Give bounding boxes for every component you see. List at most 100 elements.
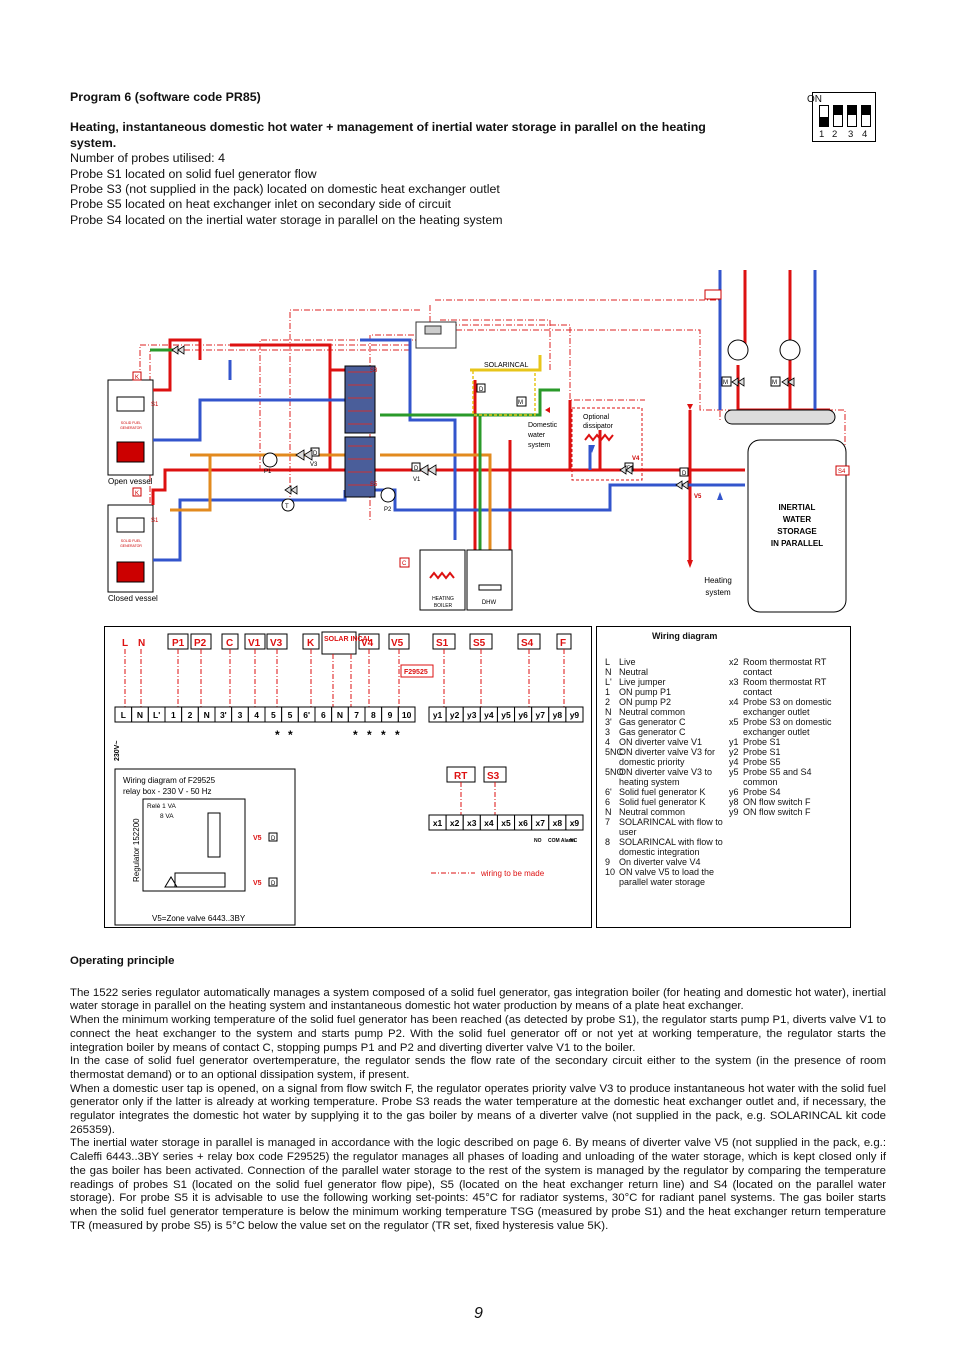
svg-text:V4: V4 xyxy=(361,638,374,649)
terminal-label: y7 xyxy=(535,710,545,720)
terminal-label: y5 xyxy=(501,710,511,720)
legend-desc: Probe S5 and S4 common xyxy=(743,767,812,787)
zone-valve-label: V5=Zone valve 6443..3BY xyxy=(152,914,246,923)
terminal-label: 5 xyxy=(288,710,293,720)
terminal-label: x2 xyxy=(450,818,460,828)
manifold xyxy=(724,409,836,425)
svg-text:Optional: Optional xyxy=(583,414,610,421)
svg-text:NO: NO xyxy=(534,838,542,844)
header: Program 6 (software code PR85) Heating, … xyxy=(70,90,720,228)
diverter-valve-v1 xyxy=(419,464,437,476)
terminal-label: L xyxy=(121,710,126,720)
svg-text:V5: V5 xyxy=(253,835,262,842)
svg-text:D: D xyxy=(479,387,484,393)
legend-desc: ON pump P2 xyxy=(619,697,672,707)
svg-text:DHW: DHW xyxy=(482,600,497,606)
svg-text:C: C xyxy=(226,638,233,649)
svg-text:V3: V3 xyxy=(310,462,318,468)
dip-number: 4 xyxy=(862,129,868,140)
terminal-label: 9 xyxy=(388,710,393,720)
svg-text:Heating: Heating xyxy=(704,576,732,585)
terminal-label: L' xyxy=(153,710,160,720)
svg-text:COM Alarm: COM Alarm xyxy=(548,838,576,844)
legend-key: y1 xyxy=(729,737,739,747)
legend-desc: Probe S5 xyxy=(743,757,781,767)
legend-desc: SOLARINCAL with flow to user xyxy=(619,817,723,837)
terminal-label: 4 xyxy=(254,710,259,720)
terminal-cell xyxy=(565,706,584,723)
svg-text:INERTIAL: INERTIAL xyxy=(779,503,816,512)
page-number: 9 xyxy=(474,1305,483,1322)
svg-text:M: M xyxy=(518,400,523,406)
svg-text:S1: S1 xyxy=(436,638,449,649)
terminal-label: 6 xyxy=(321,710,326,720)
s3-label: S3 xyxy=(487,771,500,782)
svg-text:S4: S4 xyxy=(521,638,534,649)
dip-on-label: ON xyxy=(807,94,822,105)
svg-text:C: C xyxy=(402,561,407,567)
svg-text:*: * xyxy=(353,728,358,742)
thermostatic-valve-t xyxy=(281,498,295,512)
svg-text:GENERATOR: GENERATOR xyxy=(120,544,142,548)
legend-desc: Gas generator C xyxy=(619,717,686,727)
paragraph: When the minimum working temperature of … xyxy=(70,1014,886,1054)
svg-text:relay box - 230 V - 50 Hz: relay box - 230 V - 50 Hz xyxy=(123,787,211,796)
terminal-label: y2 xyxy=(450,710,460,720)
dip-switch-2 xyxy=(833,105,843,127)
svg-text:system: system xyxy=(705,588,731,597)
legend-key: y6 xyxy=(729,787,739,797)
terminal-cell xyxy=(397,706,416,723)
f29525-label: F29525 xyxy=(404,669,428,676)
pump-p2 xyxy=(380,487,396,503)
svg-text:T: T xyxy=(285,504,289,510)
legend-desc: Neutral common xyxy=(619,807,686,817)
program-title: Program 6 (software code PR85) xyxy=(70,90,261,104)
solarincal-box xyxy=(472,369,536,416)
terminal-label: x3 xyxy=(467,818,477,828)
legend-key: L xyxy=(605,657,611,667)
legend-key: y8 xyxy=(729,797,739,807)
dhw-unit xyxy=(466,549,513,611)
terminal-label: x4 xyxy=(484,818,494,828)
regulator-label: Regulator 152200 xyxy=(132,818,141,882)
svg-text:P2: P2 xyxy=(194,638,207,649)
closed-vessel-label: Closed vessel xyxy=(108,594,158,603)
legend-key: 3 xyxy=(605,727,611,737)
svg-text:D: D xyxy=(414,466,419,472)
terminal-label: 6' xyxy=(303,710,310,720)
svg-text:water: water xyxy=(527,432,546,439)
legend-desc: Solid fuel generator K xyxy=(619,787,706,797)
legend-key: y4 xyxy=(729,757,739,767)
legend-row: 3'Gas generator C xyxy=(605,717,729,727)
svg-text:dissipator: dissipator xyxy=(583,423,614,430)
dip-switch: ON 1 2 3 4 xyxy=(807,92,876,142)
solid-fuel-generator-bottom: SOLID FUEL GENERATOR xyxy=(107,504,154,593)
dip-number: 2 xyxy=(832,129,838,140)
terminal-cell xyxy=(565,814,584,831)
legend-row: 6'Solid fuel generator K xyxy=(605,787,729,797)
terminal-label: N xyxy=(337,710,343,720)
svg-text:system: system xyxy=(528,442,550,449)
diverter-valve-v3 xyxy=(295,449,313,461)
header-line: Probe S4 located on the inertial water s… xyxy=(70,212,503,227)
warning-icon xyxy=(164,876,178,888)
svg-text:8 VA: 8 VA xyxy=(160,813,174,820)
svg-text:V4: V4 xyxy=(632,456,640,462)
solarincal-wiring-label: SOLAR INCAL xyxy=(324,636,373,643)
thermal-discharge-valve xyxy=(171,345,185,355)
svg-text:V5: V5 xyxy=(391,638,404,649)
legend-key: N xyxy=(605,707,612,717)
terminal-label: 2 xyxy=(188,710,193,720)
mixing-valve-heating-1 xyxy=(731,377,745,387)
legend-key: 10 xyxy=(605,867,616,877)
